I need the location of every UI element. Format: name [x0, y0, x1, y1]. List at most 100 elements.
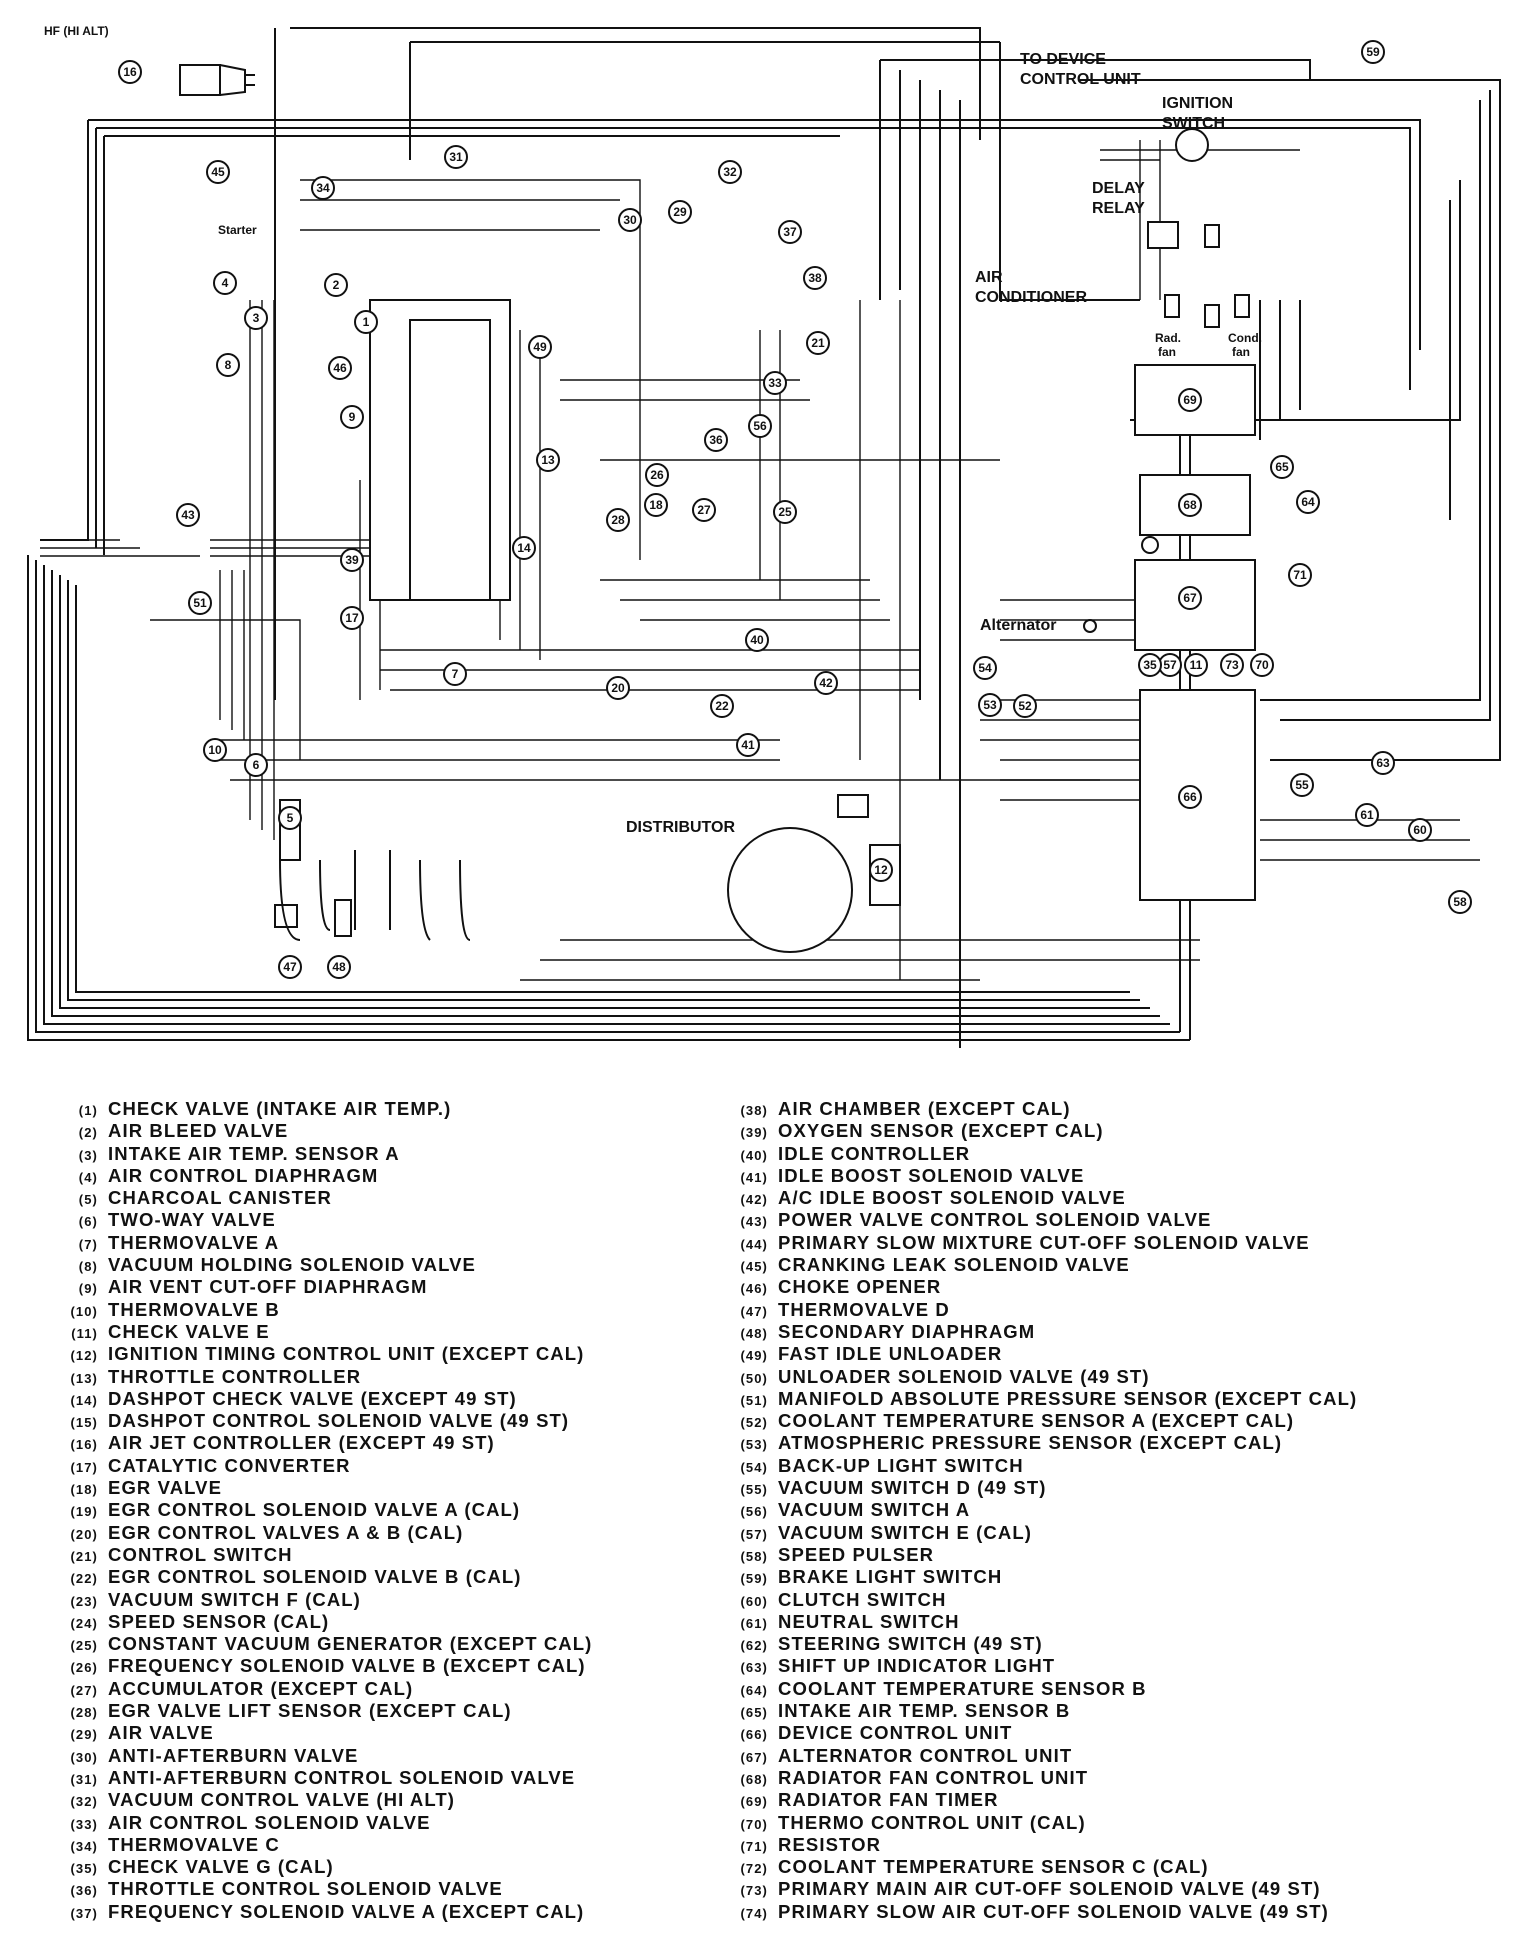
- legend-number: (14): [70, 1392, 98, 1408]
- legend-number: (16): [70, 1437, 98, 1453]
- legend-item: (28)EGR VALVE LIFT SENSOR (EXCEPT CAL): [68, 1700, 592, 1722]
- legend-item: (44)PRIMARY SLOW MIXTURE CUT-OFF SOLENOI…: [738, 1232, 1357, 1254]
- marker-7-label: 7: [452, 667, 459, 681]
- legend-text: AIR BLEED VALVE: [108, 1120, 289, 1142]
- legend-number: (7): [78, 1236, 98, 1252]
- marker-34-label: 34: [316, 181, 330, 195]
- legend-text: COOLANT TEMPERATURE SENSOR B: [778, 1677, 1147, 1699]
- relay-3: [1204, 224, 1220, 248]
- marker-54-circle: [973, 656, 997, 680]
- legend-item: (42)A/C IDLE BOOST SOLENOID VALVE: [738, 1187, 1357, 1209]
- marker-17-label: 17: [345, 611, 359, 625]
- marker-30-circle: [618, 208, 642, 232]
- marker-39-circle: [340, 548, 364, 572]
- marker-42-circle: [814, 671, 838, 695]
- legend-text: IDLE CONTROLLER: [778, 1142, 971, 1164]
- legend-item: (57)VACUUM SWITCH E (CAL): [738, 1522, 1357, 1544]
- thermovalve-d-shape: [274, 904, 298, 928]
- legend-text: VACUUM SWITCH F (CAL): [108, 1588, 361, 1610]
- legend-item: (50)UNLOADER SOLENOID VALVE (49 ST): [738, 1366, 1357, 1388]
- legend-item: (55)VACUUM SWITCH D (49 ST): [738, 1477, 1357, 1499]
- marker-6-circle: [244, 753, 268, 777]
- marker-58-label: 58: [1453, 895, 1467, 909]
- legend-item: (11)CHECK VALVE E: [68, 1321, 592, 1343]
- marker-45-circle: [206, 160, 230, 184]
- motor-symbol: [1141, 536, 1159, 554]
- legend-number: (48): [740, 1325, 768, 1341]
- legend-item: (74)PRIMARY SLOW AIR CUT-OFF SOLENOID VA…: [738, 1901, 1357, 1923]
- marker-42-label: 42: [819, 676, 833, 690]
- legend-number: (2): [78, 1125, 98, 1141]
- legend-item: (53)ATMOSPHERIC PRESSURE SENSOR (EXCEPT …: [738, 1432, 1357, 1454]
- marker-2-circle: [324, 273, 348, 297]
- legend-item: (65)INTAKE AIR TEMP. SENSOR B: [738, 1700, 1357, 1722]
- marker-14-circle: [512, 536, 536, 560]
- legend-text: SPEED SENSOR (CAL): [108, 1610, 330, 1632]
- legend-text: STEERING SWITCH (49 ST): [778, 1633, 1043, 1655]
- legend-number: (13): [70, 1370, 98, 1386]
- marker-16-label: 16: [123, 65, 137, 79]
- legend-item: (58)SPEED PULSER: [738, 1544, 1357, 1566]
- legend-item: (22)EGR CONTROL SOLENOID VALVE B (CAL): [68, 1566, 592, 1588]
- legend-text: POWER VALVE CONTROL SOLENOID VALVE: [778, 1209, 1212, 1231]
- marker-65-label: 65: [1275, 460, 1289, 474]
- legend-item: (12)IGNITION TIMING CONTROL UNIT (EXCEPT…: [68, 1343, 592, 1365]
- legend-text: SHIFT UP INDICATOR LIGHT: [778, 1655, 1056, 1677]
- legend-item: (23) VACUUM SWITCH F (CAL): [68, 1589, 592, 1611]
- legend-item: (43)POWER VALVE CONTROL SOLENOID VALVE: [738, 1209, 1357, 1231]
- marker-73-circle: [1220, 653, 1244, 677]
- legend-number: (40): [740, 1147, 768, 1163]
- legend-item: (47)THERMOVALVE D: [738, 1299, 1357, 1321]
- to-device-label-1: TO DEVICE: [1020, 51, 1106, 68]
- hf-connector-pins: [219, 64, 255, 96]
- legend-item: (71)RESISTOR: [738, 1834, 1357, 1856]
- legend-item: (25)CONSTANT VACUUM GENERATOR (EXCEPT CA…: [68, 1633, 592, 1655]
- marker-47-label: 47: [283, 960, 297, 974]
- legend-item: (30)ANTI-AFTERBURN VALVE: [68, 1745, 592, 1767]
- marker-71-label: 71: [1293, 568, 1307, 582]
- marker-22-circle: [710, 694, 734, 718]
- marker-12-label: 12: [874, 863, 888, 877]
- ignition-label-1: IGNITION: [1162, 95, 1233, 112]
- marker-40-circle: [745, 628, 769, 652]
- legend-text: CHOKE OPENER: [778, 1276, 942, 1298]
- marker-4-label: 4: [222, 276, 229, 290]
- marker-43-label: 43: [181, 508, 195, 522]
- legend-item: (5)CHARCOAL CANISTER: [68, 1187, 592, 1209]
- legend-item: (13)THROTTLE CONTROLLER: [68, 1366, 592, 1388]
- marker-35-circle: [1138, 653, 1162, 677]
- marker-69-circle: [1178, 388, 1202, 412]
- component-legend: (1)CHECK VALVE (INTAKE AIR TEMP.)(2)AIR …: [0, 1098, 1536, 1928]
- legend-item: (64)COOLANT TEMPERATURE SENSOR B: [738, 1678, 1357, 1700]
- legend-number: (15): [70, 1415, 98, 1431]
- legend-text: PRIMARY SLOW AIR CUT-OFF SOLENOID VALVE …: [778, 1900, 1329, 1922]
- marker-33-circle: [763, 371, 787, 395]
- marker-16-circle: [118, 60, 142, 84]
- rad-fan-relay: [1164, 294, 1180, 318]
- legend-item: (40) IDLE CONTROLLER: [738, 1143, 1357, 1165]
- marker-10-label: 10: [208, 743, 222, 757]
- marker-34-circle: [311, 176, 335, 200]
- marker-49-circle: [528, 335, 552, 359]
- legend-text: ANTI-AFTERBURN CONTROL SOLENOID VALVE: [108, 1766, 576, 1788]
- legend-text: EGR CONTROL SOLENOID VALVE A (CAL): [108, 1499, 521, 1521]
- legend-text: CHECK VALVE G (CAL): [108, 1856, 334, 1878]
- legend-text: CONSTANT VACUUM GENERATOR (EXCEPT CAL): [108, 1633, 593, 1655]
- legend-text: PRIMARY MAIN AIR CUT-OFF SOLENOID VALVE …: [778, 1878, 1321, 1900]
- marker-59-label: 59: [1366, 45, 1380, 59]
- legend-number: (39): [740, 1125, 768, 1141]
- legend-number: (1): [78, 1103, 98, 1118]
- legend-item: (61)NEUTRAL SWITCH: [738, 1611, 1357, 1633]
- legend-text: VACUUM HOLDING SOLENOID VALVE: [108, 1254, 476, 1276]
- legend-number: (23): [70, 1593, 98, 1609]
- legend-text: EGR CONTROL SOLENOID VALVE B (CAL): [108, 1566, 522, 1588]
- legend-item: (38)AIR CHAMBER (EXCEPT CAL): [738, 1098, 1357, 1120]
- legend-text: THERMOVALVE A: [108, 1231, 280, 1253]
- marker-9-circle: [340, 405, 364, 429]
- legend-item: (68)RADIATOR FAN CONTROL UNIT: [738, 1767, 1357, 1789]
- marker-28-circle: [606, 508, 630, 532]
- marker-25-circle: [773, 500, 797, 524]
- legend-text: IDLE BOOST SOLENOID VALVE: [778, 1164, 1085, 1186]
- legend-number: (63): [740, 1660, 768, 1676]
- legend-text: ACCUMULATOR (EXCEPT CAL): [108, 1677, 414, 1699]
